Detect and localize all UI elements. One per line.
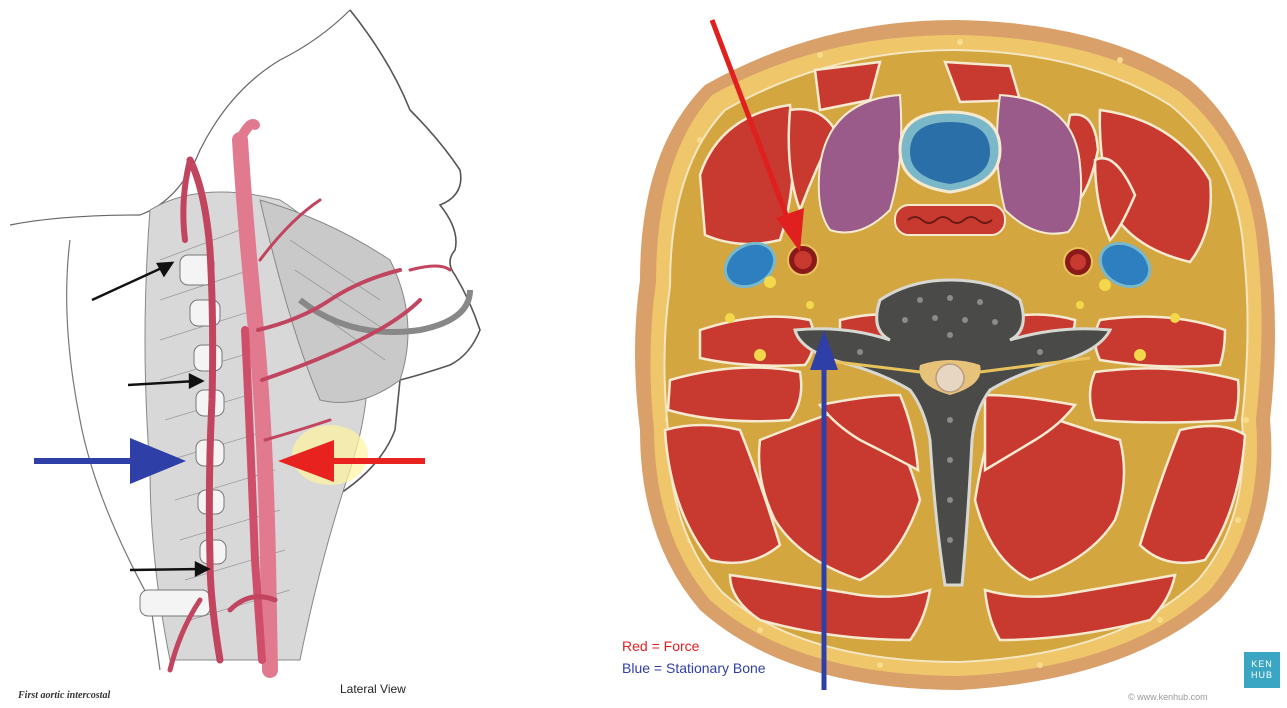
legend-blue-stationary: Blue = Stationary Bone bbox=[622, 660, 766, 676]
kenhub-logo-text: KEN HUB bbox=[1244, 659, 1280, 681]
first-aortic-intercostal-label: First aortic intercostal bbox=[18, 690, 110, 701]
kenhub-logo-badge: KEN HUB bbox=[1244, 652, 1280, 688]
legend-red-force: Red = Force bbox=[622, 638, 699, 654]
neck-cross-section bbox=[635, 20, 1275, 690]
lateral-neck-illustration bbox=[10, 10, 480, 670]
lateral-view-caption: Lateral View bbox=[340, 682, 406, 696]
kenhub-credit: © www.kenhub.com bbox=[1128, 692, 1208, 702]
